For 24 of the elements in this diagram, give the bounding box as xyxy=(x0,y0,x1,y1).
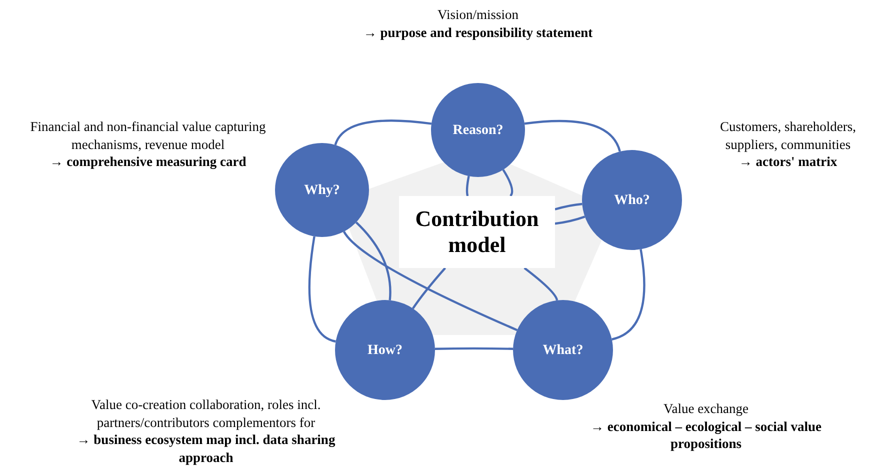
connector-line xyxy=(355,222,392,300)
description-text: → economical – ecological – social value propositions xyxy=(590,418,822,453)
connector-line xyxy=(308,236,336,343)
connector-line xyxy=(554,202,582,210)
connector-line xyxy=(343,230,518,332)
description-text: → purpose and responsibility statement xyxy=(363,24,593,42)
description-text: Financial and non-financial value capturing mechanisms, revenue model xyxy=(29,118,267,154)
connector-line xyxy=(524,120,621,152)
description-text: Customers, shareholders, suppliers, communities xyxy=(718,118,858,154)
connector-line xyxy=(434,347,514,350)
connector-line xyxy=(412,267,446,310)
description-text: → actors' matrix xyxy=(738,153,838,171)
connector-line xyxy=(466,176,470,196)
connector-line xyxy=(554,216,586,225)
connector-line xyxy=(524,267,558,301)
connector-line xyxy=(334,120,432,146)
description-text: Value exchange xyxy=(663,400,749,418)
description-text: Vision/mission xyxy=(438,6,518,24)
connector-line xyxy=(502,169,514,197)
center-box: Contribution model xyxy=(399,196,555,268)
connector-line xyxy=(612,249,646,340)
description-text: → business ecosystem map incl. data sharing approach xyxy=(76,431,336,466)
description-text: → comprehensive measuring card xyxy=(50,153,246,171)
description-text: Value co-creation collaboration, roles incl. partners/contributors complementors for xyxy=(90,396,322,432)
